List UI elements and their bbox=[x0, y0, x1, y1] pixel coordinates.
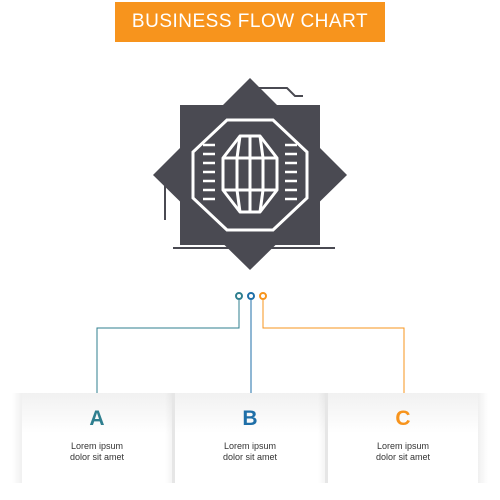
page-title: BUSINESS FLOW CHART bbox=[131, 11, 369, 32]
step-text-line2: dolor sit amet bbox=[222, 452, 278, 462]
step-text-line2: dolor sit amet bbox=[69, 452, 125, 462]
step-card-a: A Lorem ipsum dolor sit amet bbox=[12, 393, 182, 483]
step-letter: A bbox=[89, 407, 105, 430]
connector-line-a bbox=[96, 300, 240, 398]
step-text: Lorem ipsum dolor sit amet bbox=[22, 441, 172, 463]
connector-line-c bbox=[262, 300, 405, 398]
step-text-line1: Lorem ipsum bbox=[223, 441, 277, 451]
connector-dot-b bbox=[247, 292, 255, 300]
connector-dot-a bbox=[235, 292, 243, 300]
step-text: Lorem ipsum dolor sit amet bbox=[328, 441, 478, 463]
step-letter: C bbox=[395, 407, 411, 430]
step-text-line1: Lorem ipsum bbox=[376, 441, 430, 451]
step-text-line2: dolor sit amet bbox=[375, 452, 431, 462]
crystal-diamond-icon bbox=[145, 70, 355, 280]
step-card-b: B Lorem ipsum dolor sit amet bbox=[165, 393, 335, 483]
title-banner: BUSINESS FLOW CHART bbox=[115, 2, 385, 42]
connector-dot-c bbox=[259, 292, 267, 300]
step-letter: B bbox=[242, 407, 258, 430]
step-text-line1: Lorem ipsum bbox=[70, 441, 124, 451]
step-card-c: C Lorem ipsum dolor sit amet bbox=[318, 393, 488, 483]
step-text: Lorem ipsum dolor sit amet bbox=[175, 441, 325, 463]
